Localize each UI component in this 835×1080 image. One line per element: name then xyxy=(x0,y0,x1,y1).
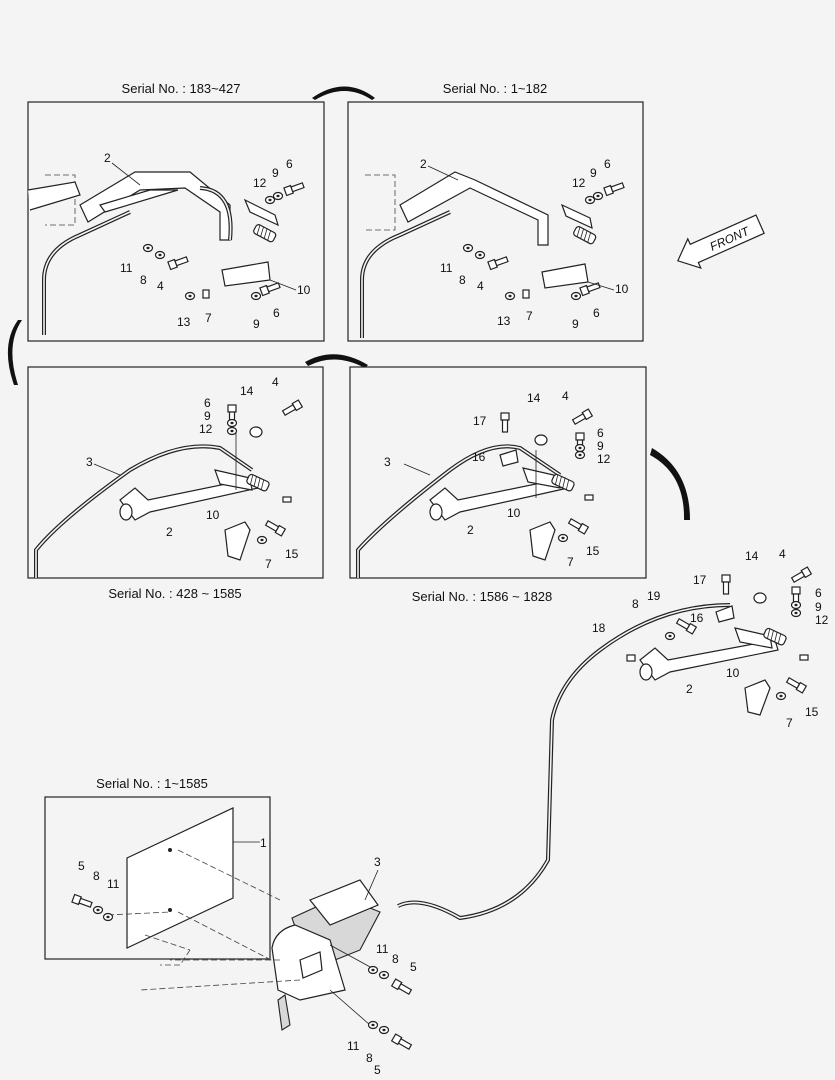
svg-text:5: 5 xyxy=(374,1063,381,1077)
svg-text:6: 6 xyxy=(593,306,600,320)
svg-text:12: 12 xyxy=(597,452,611,466)
svg-text:9: 9 xyxy=(253,317,260,331)
svg-text:2: 2 xyxy=(104,151,111,165)
svg-text:6: 6 xyxy=(273,306,280,320)
lever-10 xyxy=(529,521,556,561)
svg-text:12: 12 xyxy=(572,176,586,190)
svg-text:11: 11 xyxy=(120,261,133,275)
svg-text:8: 8 xyxy=(140,273,147,287)
svg-text:16: 16 xyxy=(690,611,704,625)
svg-text:15: 15 xyxy=(285,547,299,561)
svg-text:7: 7 xyxy=(265,557,272,571)
svg-text:15: 15 xyxy=(586,544,600,558)
svg-text:5: 5 xyxy=(410,960,417,974)
svg-text:10: 10 xyxy=(507,506,521,520)
svg-text:4: 4 xyxy=(477,279,484,293)
svg-text:9: 9 xyxy=(272,166,279,180)
svg-text:10: 10 xyxy=(206,508,220,522)
svg-text:10: 10 xyxy=(726,666,740,680)
svg-text:10: 10 xyxy=(615,282,629,296)
svg-text:9: 9 xyxy=(815,600,822,614)
svg-text:13: 13 xyxy=(497,314,511,328)
serial-label-p4: Serial No. : 1586 ~ 1828 xyxy=(412,589,553,604)
svg-text:16: 16 xyxy=(472,450,486,464)
svg-text:9: 9 xyxy=(597,439,604,453)
svg-text:6: 6 xyxy=(815,586,822,600)
rotation-arrow-middle xyxy=(305,354,368,368)
svg-text:11: 11 xyxy=(376,942,389,956)
svg-text:2: 2 xyxy=(467,523,474,537)
bracket-2 xyxy=(639,639,779,681)
svg-text:11: 11 xyxy=(347,1039,360,1053)
bracket-2 xyxy=(399,171,549,246)
rotation-arrow-left xyxy=(7,320,22,385)
svg-text:14: 14 xyxy=(527,391,541,405)
svg-text:8: 8 xyxy=(632,597,639,611)
svg-text:13: 13 xyxy=(177,315,191,329)
svg-text:2: 2 xyxy=(686,682,693,696)
svg-text:4: 4 xyxy=(779,547,786,561)
svg-text:7: 7 xyxy=(526,309,533,323)
svg-text:7: 7 xyxy=(567,555,574,569)
serial-label-p5: Serial No. : 1~1585 xyxy=(96,776,208,791)
svg-text:4: 4 xyxy=(272,375,279,389)
svg-text:6: 6 xyxy=(286,157,293,171)
rotation-arrow-right xyxy=(650,448,690,520)
svg-text:6: 6 xyxy=(604,157,611,171)
svg-text:14: 14 xyxy=(745,549,759,563)
lever-10 xyxy=(744,679,771,716)
svg-text:14: 14 xyxy=(240,384,254,398)
svg-text:4: 4 xyxy=(157,279,164,293)
svg-text:8: 8 xyxy=(392,952,399,966)
svg-text:2: 2 xyxy=(420,157,427,171)
svg-text:15: 15 xyxy=(805,705,819,719)
svg-text:17: 17 xyxy=(473,414,487,428)
pin-18 xyxy=(626,654,636,662)
svg-text:9: 9 xyxy=(590,166,597,180)
svg-text:9: 9 xyxy=(204,409,211,423)
serial-label-p2: Serial No. : 1~182 xyxy=(443,81,547,96)
svg-text:5: 5 xyxy=(78,859,85,873)
svg-text:12: 12 xyxy=(815,613,829,627)
svg-text:2: 2 xyxy=(166,525,173,539)
svg-text:17: 17 xyxy=(693,573,707,587)
svg-text:18: 18 xyxy=(592,621,606,635)
clamp-16 xyxy=(499,449,519,467)
svg-text:1: 1 xyxy=(260,836,267,850)
svg-text:12: 12 xyxy=(253,176,267,190)
svg-text:3: 3 xyxy=(384,455,391,469)
svg-text:9: 9 xyxy=(572,317,579,331)
svg-text:8: 8 xyxy=(93,869,100,883)
main-cable xyxy=(397,603,731,921)
front-arrow: FRONT xyxy=(677,214,765,270)
lever-10 xyxy=(224,521,251,561)
svg-text:7: 7 xyxy=(786,716,793,730)
serial-label-p3: Serial No. : 428 ~ 1585 xyxy=(108,586,241,601)
clamp-16 xyxy=(715,605,735,623)
svg-text:6: 6 xyxy=(204,396,211,410)
svg-text:11: 11 xyxy=(107,877,120,891)
svg-text:19: 19 xyxy=(647,589,661,603)
svg-text:11: 11 xyxy=(440,261,453,275)
svg-text:10: 10 xyxy=(297,283,311,297)
svg-text:8: 8 xyxy=(459,273,466,287)
svg-text:8: 8 xyxy=(366,1051,373,1065)
svg-text:7: 7 xyxy=(205,311,212,325)
svg-text:6: 6 xyxy=(597,426,604,440)
svg-text:3: 3 xyxy=(86,455,93,469)
panel-serial-1-1585: Serial No. : 1~1585 1 58 11 xyxy=(44,776,281,966)
rotation-arrow-top xyxy=(312,86,375,100)
svg-text:4: 4 xyxy=(562,389,569,403)
serial-label-p1: Serial No. : 183~427 xyxy=(122,81,241,96)
svg-text:3: 3 xyxy=(374,855,381,869)
svg-text:12: 12 xyxy=(199,422,213,436)
